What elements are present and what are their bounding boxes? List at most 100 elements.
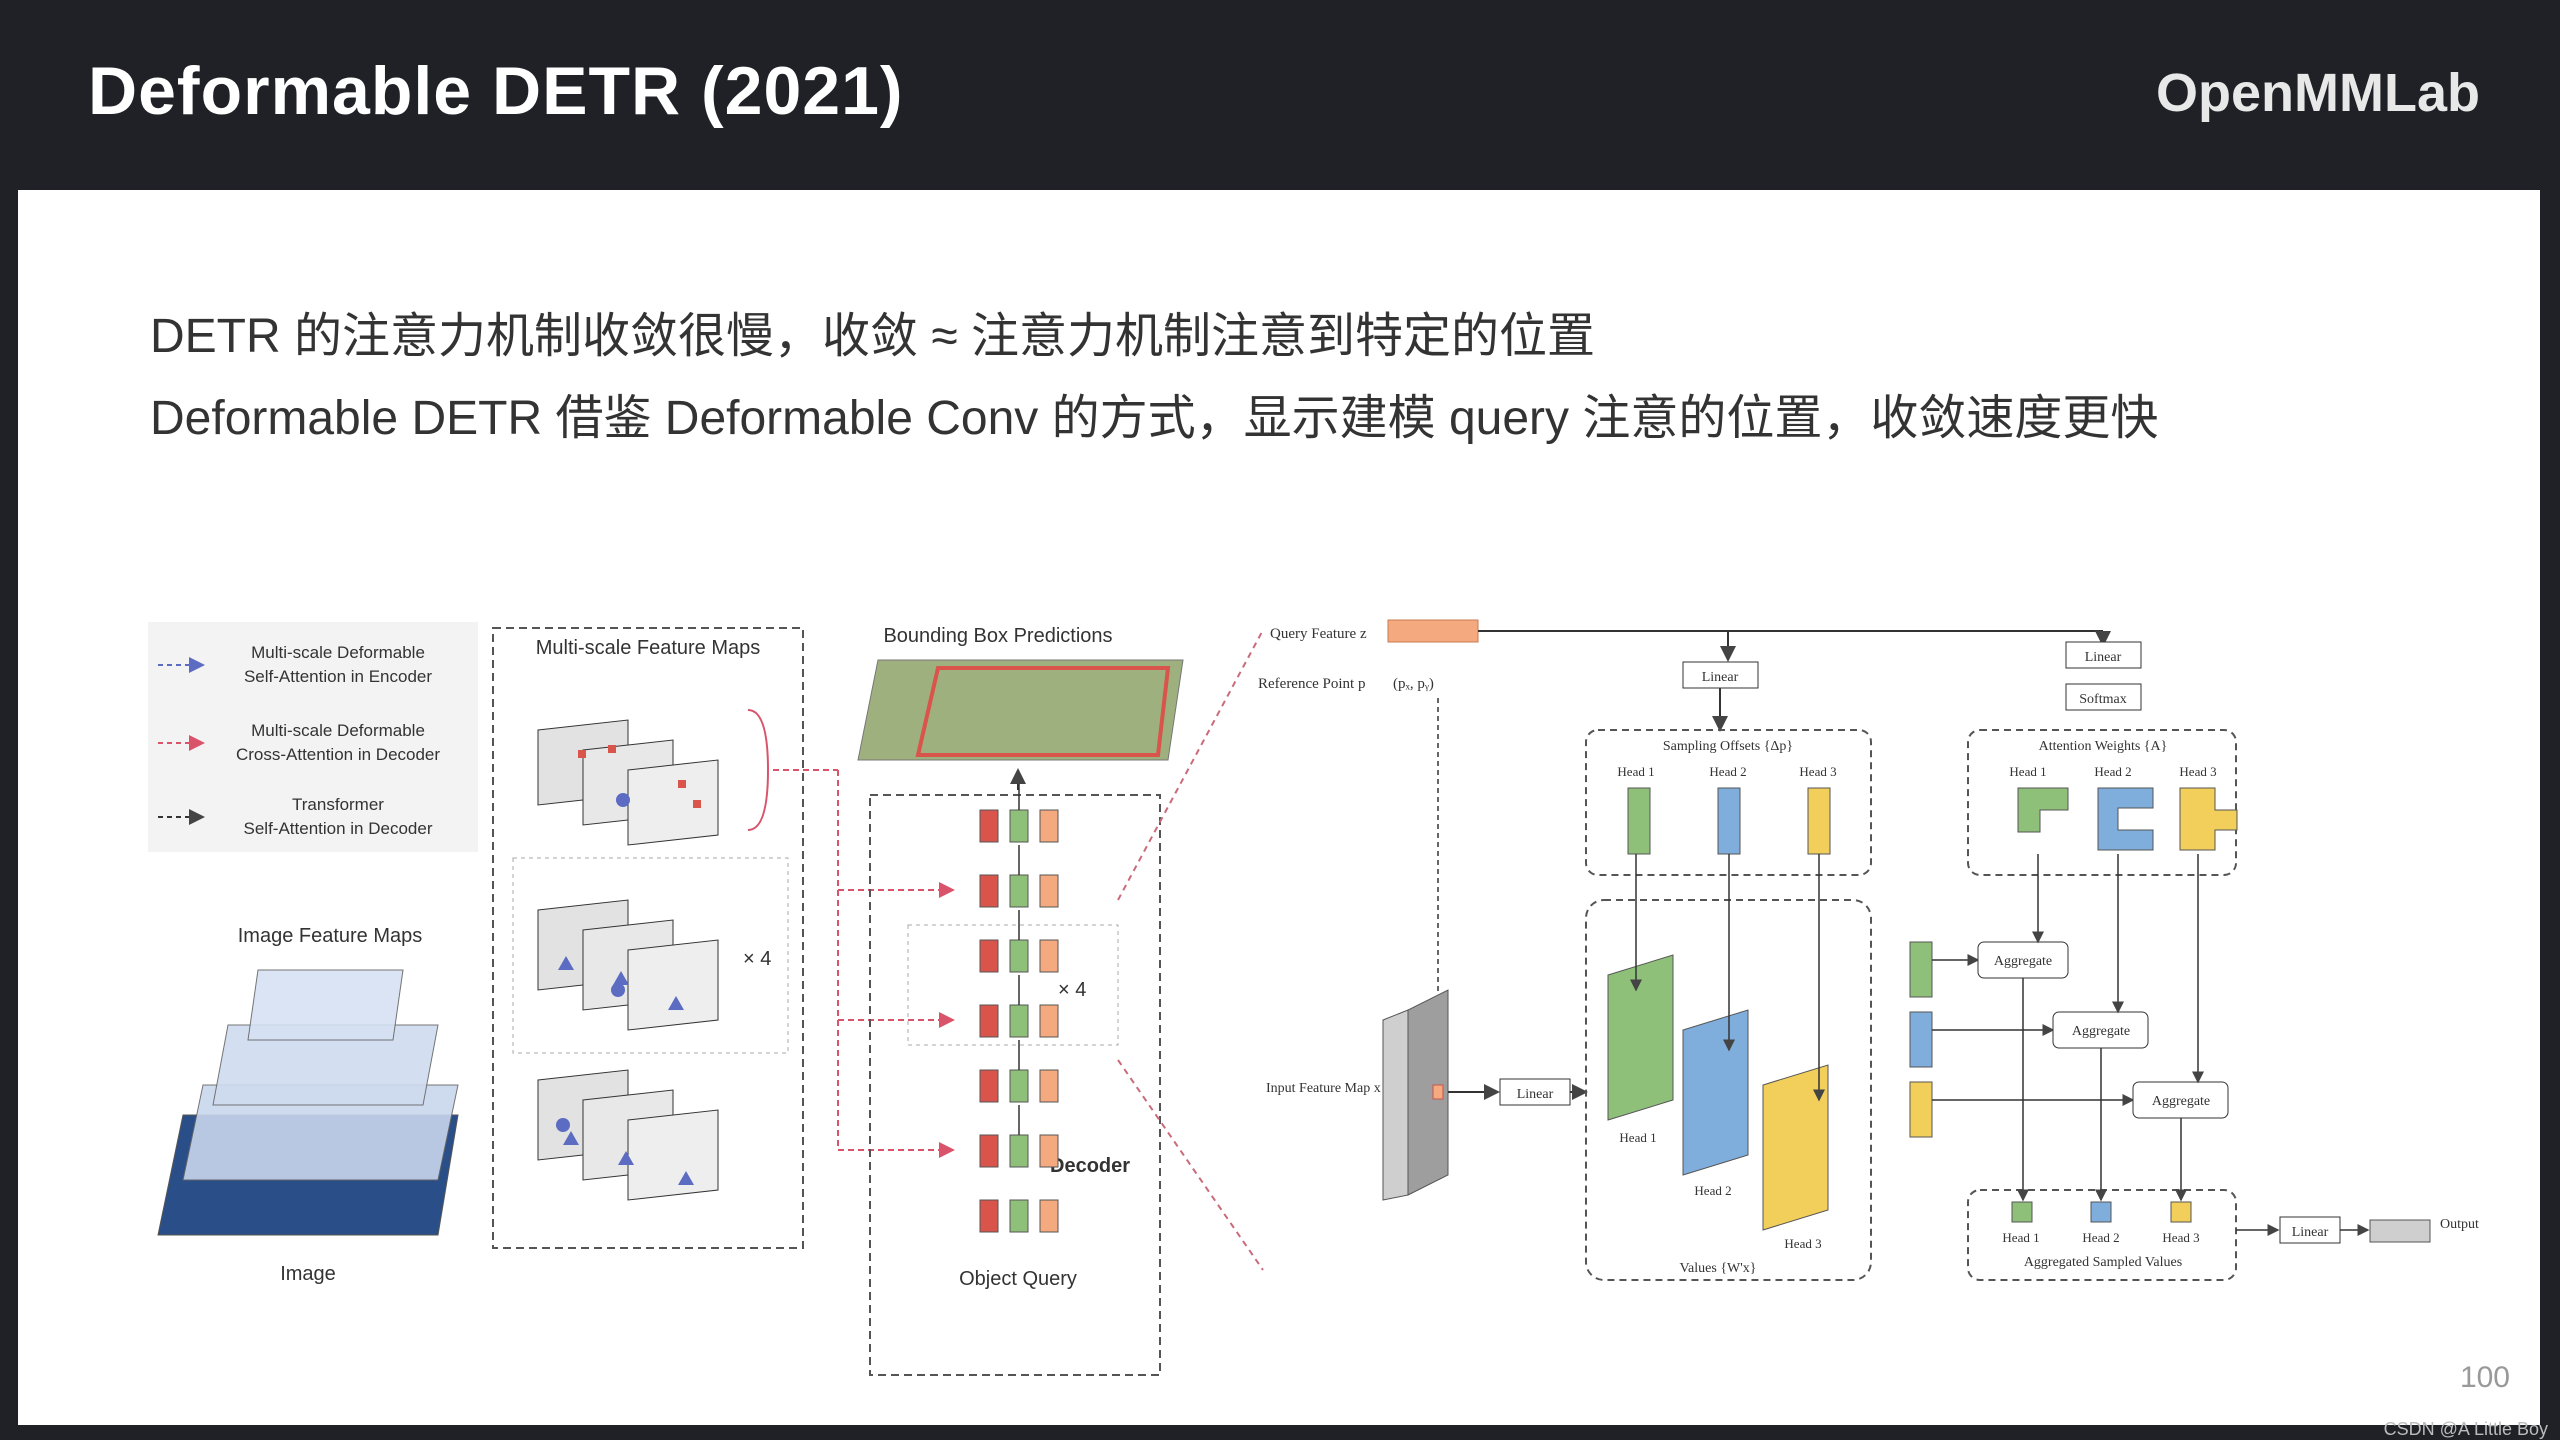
linear-label-output: Linear [2292,1225,2329,1240]
so-head1: Head 1 [1617,764,1654,779]
agg-cube-blue [2090,1201,2112,1223]
feature-stack-mid [537,899,719,1031]
cross-attention-arrows [773,769,955,1158]
encoder-repeat-box [512,857,789,1054]
input-feature-point [1432,1084,1444,1100]
feature-layer-1 [247,969,404,1041]
aw-head3: Head 3 [2179,764,2216,779]
decoder-token [1009,1134,1029,1168]
aw-shape-blue [2097,787,2154,851]
decoder-token [1039,809,1059,843]
values-head2: Head 2 [1694,1183,1731,1198]
decoder-token [979,1199,999,1233]
attention-weights-label: Attention Weights {A} [2039,739,2168,754]
aw-head1: Head 1 [2009,764,2046,779]
output-bar [2369,1219,2431,1243]
multi-scale-title: Multi-scale Feature Maps [536,637,761,659]
agg-head2: Head 2 [2082,1230,2119,1245]
decoder-token [1009,874,1029,908]
feature-layer-3 [182,1084,459,1181]
image-feature-maps: Image Feature Maps Image [157,925,459,1285]
aw-head2: Head 2 [2094,764,2131,779]
deformable-detr-diagram: Multi-scale Deformable Self-Attention in… [148,619,2479,1376]
linear-label-values: Linear [1517,1087,1554,1102]
so-head2: Head 2 [1709,764,1746,779]
legend-item-encoder: Multi-scale Deformable Self-Attention in… [158,643,432,686]
decoder-token [1009,1069,1029,1103]
decoder-dashed-box [869,794,1161,1376]
page-number: 100 [2459,1361,2510,1394]
decoder-repeat-box [907,924,1119,1046]
sampled-yellow [1909,1081,1933,1138]
softmax-label: Softmax [2079,692,2126,707]
bbox-rectangle [915,666,1171,757]
slide-header: Deformable DETR (2021) OpenMMLab [18,0,2540,190]
aggregate-label-3: Aggregate [2152,1094,2210,1109]
object-query-label: Object Query [959,1268,1077,1290]
legend-label-2a: Multi-scale Deformable [251,721,425,740]
legend-label-1a: Multi-scale Deformable [251,643,425,662]
bullet-1: DETR 的注意力机制收敛很慢，收敛 ≈ 注意力机制注意到特定的位置 [150,310,1596,363]
attention-module: Query Feature z Reference Point p (pₓ, p… [1258,619,2479,1281]
image-label: Image [280,1263,336,1285]
bbox-predictions: Bounding Box Predictions [857,625,1184,761]
decoder-token [1009,939,1029,973]
zoom-line-top [1117,629,1264,901]
feature-layer-2 [212,1024,439,1106]
decoder-token [1039,1199,1059,1233]
aw-shape-green [2017,787,2069,833]
sampled-green [1909,941,1933,998]
decoder-times4: × 4 [1058,979,1086,1001]
so-head3: Head 3 [1799,764,1836,779]
decoder-token [979,939,999,973]
decoder-token-rows [979,780,1059,1233]
input-feature-map-label: Input Feature Map x [1266,1081,1381,1096]
zoom-line-bottom [1117,1059,1264,1271]
value-map-yellow [1762,1064,1829,1231]
image-feature-maps-label: Image Feature Maps [238,925,423,947]
legend-label-2b: Cross-Attention in Decoder [236,745,440,764]
sampling-offsets-label: Sampling Offsets {Δp} [1663,739,1793,754]
bbox-image [857,659,1184,761]
reference-coords: (pₓ, pᵧ) [1393,676,1434,692]
decoder-block: × 4 Decoder Object Query [869,768,1161,1376]
encoder-times4: × 4 [743,948,771,970]
legend-item-cross: Multi-scale Deformable Cross-Attention i… [158,721,440,764]
sampled-blue [1909,1011,1933,1068]
value-map-blue [1682,1009,1749,1176]
legend-label-3b: Self-Attention in Decoder [244,819,433,838]
openmmlab-logo: OpenMMLab [2156,63,2480,123]
feature-stack-bottom [537,1069,719,1201]
decoder-token [979,874,999,908]
legend-label-3a: Transformer [292,795,384,814]
input-feature-front [1382,1009,1409,1201]
output-label: Output [2440,1217,2479,1232]
feature-stack-top [537,719,719,846]
legend: Multi-scale Deformable Self-Attention in… [148,622,478,852]
values-label: Values {W'x} [1680,1261,1757,1276]
aggregate-label-1: Aggregate [1994,954,2052,969]
query-feature-bar [1387,619,1479,643]
so-bar-yellow [1807,787,1831,855]
sampling-offsets-box [1585,729,1872,876]
value-map-green [1607,954,1674,1121]
linear-box-offsets [1682,661,1759,689]
linear-box-weights [2065,641,2142,669]
agg-cube-yellow [2170,1201,2192,1223]
values-head1: Head 1 [1619,1130,1656,1145]
agg-cube-green [2011,1201,2033,1223]
agg-head1: Head 1 [2002,1230,2039,1245]
decoder-token [1039,1004,1059,1038]
so-bar-green [1627,787,1651,855]
watermark: CSDN @A Little Boy [2383,1419,2548,1439]
linear-label-offsets: Linear [1702,670,1739,685]
attention-weights-box [1967,729,2237,876]
aggregated-values-label: Aggregated Sampled Values [2024,1255,2182,1270]
decoder-token [979,809,999,843]
slide-content: DETR 的注意力机制收敛很慢，收敛 ≈ 注意力机制注意到特定的位置 Defor… [18,190,2540,1425]
bbox-title: Bounding Box Predictions [883,625,1112,647]
encoder-block: Multi-scale Feature Maps × 4 [492,627,804,1249]
decoder-token [1009,1004,1029,1038]
decoder-token [1039,1134,1059,1168]
